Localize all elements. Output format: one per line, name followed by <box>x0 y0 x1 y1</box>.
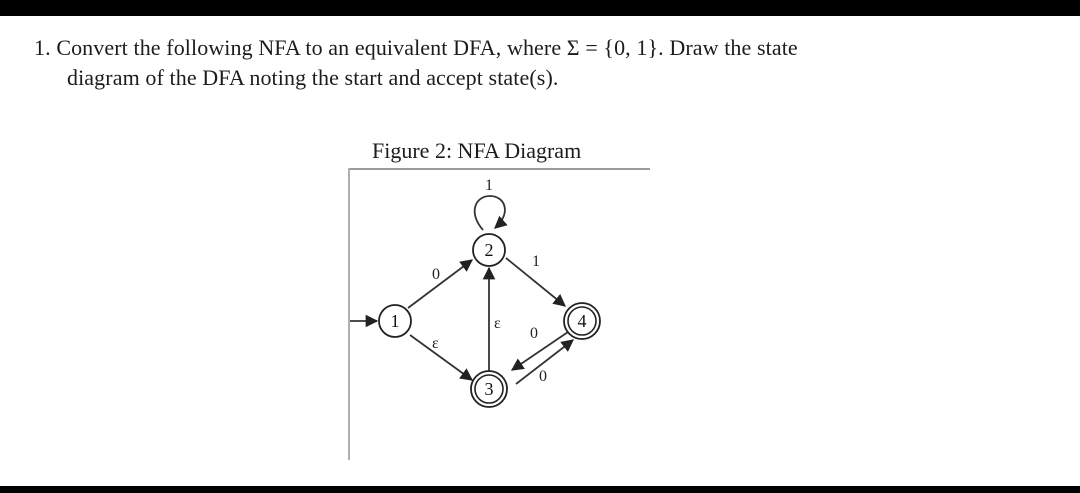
figure-rule <box>348 168 650 170</box>
label-2-2: 1 <box>485 177 493 194</box>
bottom-black-bar <box>0 486 1080 493</box>
svg-text:3: 3 <box>485 379 494 399</box>
question-line-1: 1. Convert the following NFA to an equiv… <box>34 35 798 60</box>
edge-1-3 <box>409 334 474 381</box>
state-4: 4 <box>563 302 601 340</box>
nfa-diagram: 1 0 1 ε ε 0 0 1 2 3 4 <box>350 177 601 408</box>
state-1: 1 <box>378 304 412 338</box>
state-3: 3 <box>470 370 508 408</box>
label-3-4: 0 <box>539 368 547 385</box>
svg-text:4: 4 <box>578 311 587 331</box>
question-number: 1. <box>34 35 51 60</box>
label-1-2: 0 <box>432 266 440 283</box>
figure-left-rule <box>348 168 350 460</box>
figure-caption: Figure 2: NFA Diagram <box>372 138 582 163</box>
edge-4-3 <box>510 331 569 371</box>
edge-2-4 <box>505 257 566 307</box>
edge-3-4 <box>515 339 574 385</box>
state-2: 2 <box>472 233 506 267</box>
svg-text:1: 1 <box>391 311 400 331</box>
label-2-4: 1 <box>532 253 540 270</box>
svg-text:2: 2 <box>485 240 494 260</box>
question-line-2: diagram of the DFA noting the start and … <box>67 65 559 90</box>
edge-1-2 <box>407 259 474 309</box>
top-black-bar <box>0 0 1080 16</box>
label-3-2: ε <box>494 315 501 332</box>
label-4-3: 0 <box>530 325 538 342</box>
label-1-3: ε <box>432 335 439 352</box>
edge-2-2 <box>473 195 508 231</box>
question-text: 1. Convert the following NFA to an equiv… <box>34 33 1044 93</box>
